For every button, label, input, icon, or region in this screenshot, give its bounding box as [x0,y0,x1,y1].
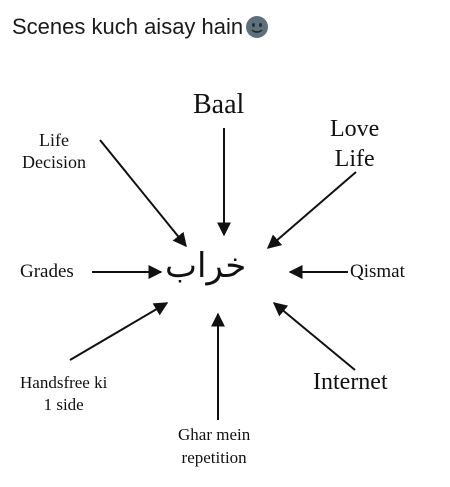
label-life-decision-line2: Decision [22,151,86,172]
label-ghar-line1: Ghar mein [178,425,251,444]
label-handsfree-line1: Handsfree ki [20,373,108,392]
arrow-from-handsfree [69,302,169,361]
neutral-face-emoji-icon [246,16,269,38]
label-ghar-line2: repetition [181,447,247,467]
label-handsfree-line2: 1 side [43,395,84,415]
label-internet: Internet [313,369,388,395]
meme-caption: Scenes kuch aisay hain [12,14,269,40]
center-word-kharab: خراب [165,246,247,286]
label-life-decision-line1: Life [39,130,69,150]
label-handsfree: Handsfree ki 1 side [20,372,107,416]
label-love-life-line1: Love [330,116,380,142]
label-qismat: Qismat [350,261,405,282]
label-ghar-mein-repetition: Ghar mein repetition [178,424,250,470]
arrow-from-life-decision [99,139,187,248]
label-love-life-line2: Life [334,146,375,172]
arrow-from-internet [272,302,356,371]
label-life-decision: Life Decision [22,130,86,173]
arrow-from-love-life [266,171,357,249]
caption-text: Scenes kuch aisay hain [12,14,244,39]
label-baal: Baal [193,89,245,120]
label-love-life: Love Life [330,114,379,174]
label-grades: Grades [20,261,74,282]
